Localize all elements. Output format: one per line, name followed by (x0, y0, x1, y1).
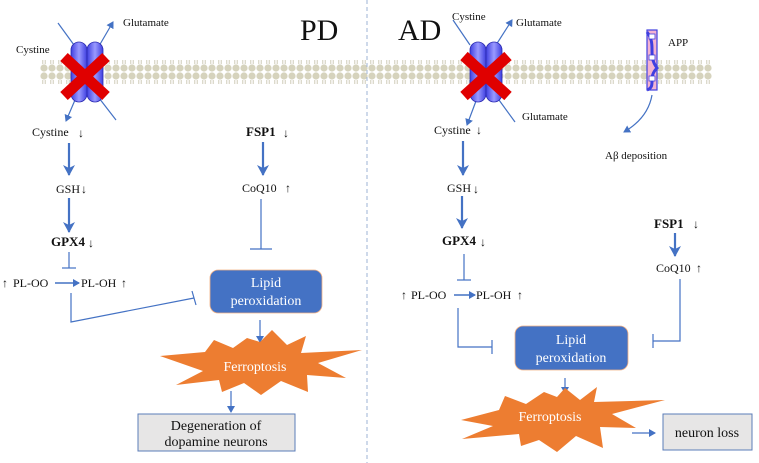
abeta-deposition-label: Aβ deposition (605, 150, 668, 162)
ad-panel: AD Cystine Glutamate Glutamate APP Aβ de… (398, 11, 753, 452)
arrow-app-to-abeta (623, 94, 653, 133)
outcome-line1: Degeneration of (171, 419, 262, 434)
neuron-loss-label: neuron loss (675, 426, 739, 441)
ad-coq10: CoQ10 (656, 261, 691, 275)
blocked-x-icon (60, 52, 110, 101)
lipid-label-line2: peroxidation (231, 294, 302, 309)
up-arrow-icon: ↑ (285, 181, 291, 195)
inhibition-bar (191, 290, 197, 306)
cystine-import-line (452, 19, 471, 46)
pd-fsp1: FSP1 (246, 124, 276, 139)
up-arrow-icon: ↑ (517, 288, 523, 302)
up-arrow-icon: ↑ (121, 276, 127, 290)
down-arrow-icon: ↓ (473, 182, 479, 196)
pd-coq10: CoQ10 (242, 181, 277, 195)
cystine-import-arrow (465, 100, 477, 126)
ad-ferroptosis-burst: Ferroptosis (461, 387, 665, 452)
lipid-label-line1: Lipid (556, 333, 586, 348)
blocked-x-icon (460, 51, 512, 101)
glutamate-line (98, 97, 117, 121)
ad-lipid-peroxidation-box: Lipid peroxidation (514, 325, 629, 371)
pd-panel: PD Cystine Glutamate Cystine ↓ GSH ↓ GPX… (2, 14, 362, 452)
ad-pl-oh: PL-OH (476, 288, 512, 302)
lipid-label-line2: peroxidation (536, 351, 607, 366)
pd-gsh: GSH (56, 182, 80, 196)
coq10-inhibition-line (653, 279, 681, 342)
ad-cystine-extracellular: Cystine (452, 11, 486, 23)
pd-cystine-intracellular: Cystine (32, 125, 69, 139)
up-arrow-icon: ↑ (696, 261, 702, 275)
pd-gpx4: GPX4 (51, 234, 85, 249)
down-arrow-icon: ↓ (88, 236, 94, 250)
ad-cystine-intracellular: Cystine (434, 123, 471, 137)
ploh-to-lipid-inhibition-line (457, 308, 492, 348)
pd-title: PD (300, 14, 338, 47)
ad-gsh: GSH (447, 181, 471, 195)
cell-membrane (40, 60, 712, 84)
outcome-line2: dopamine neurons (164, 435, 267, 450)
pd-ferroptosis-burst: Ferroptosis (160, 330, 362, 395)
glutamate-export-arrow (98, 21, 114, 47)
pd-lipid-peroxidation-box: Lipid peroxidation (209, 269, 323, 314)
pd-cystine-extracellular: Cystine (16, 44, 50, 56)
pd-outcome-box: Degeneration of dopamine neurons (137, 413, 296, 452)
cystine-import-line (57, 22, 75, 46)
ferroptosis-label: Ferroptosis (224, 360, 287, 375)
down-arrow-icon: ↓ (480, 235, 486, 249)
lipid-label-line1: Lipid (251, 276, 281, 291)
app-protein-icon (645, 29, 659, 92)
ad-glutamate-in-label: Glutamate (522, 111, 568, 123)
app-label: APP (668, 37, 688, 49)
pd-pl-oo: PL-OO (13, 276, 49, 290)
up-arrow-icon: ↑ (401, 288, 407, 302)
glutamate-export-arrow (495, 19, 513, 46)
ploh-to-lipid-inhibition-line (70, 293, 195, 323)
ad-pl-oo: PL-OO (411, 288, 447, 302)
cystine-import-arrow (64, 99, 76, 122)
pd-glutamate-label: Glutamate (123, 17, 169, 29)
pd-pl-oh: PL-OH (81, 276, 117, 290)
glutamate-line (498, 99, 516, 123)
down-arrow-icon: ↓ (693, 217, 699, 231)
down-arrow-icon: ↓ (81, 182, 87, 196)
up-arrow-icon: ↑ (2, 276, 8, 290)
ad-title: AD (398, 14, 441, 47)
down-arrow-icon: ↓ (78, 126, 84, 140)
ad-outcome-box: neuron loss (662, 413, 753, 451)
ferroptosis-label: Ferroptosis (519, 410, 582, 425)
down-arrow-icon: ↓ (476, 123, 482, 137)
ad-fsp1: FSP1 (654, 216, 684, 231)
ad-glutamate-out-label: Glutamate (516, 17, 562, 29)
ad-gpx4: GPX4 (442, 233, 476, 248)
down-arrow-icon: ↓ (283, 126, 289, 140)
